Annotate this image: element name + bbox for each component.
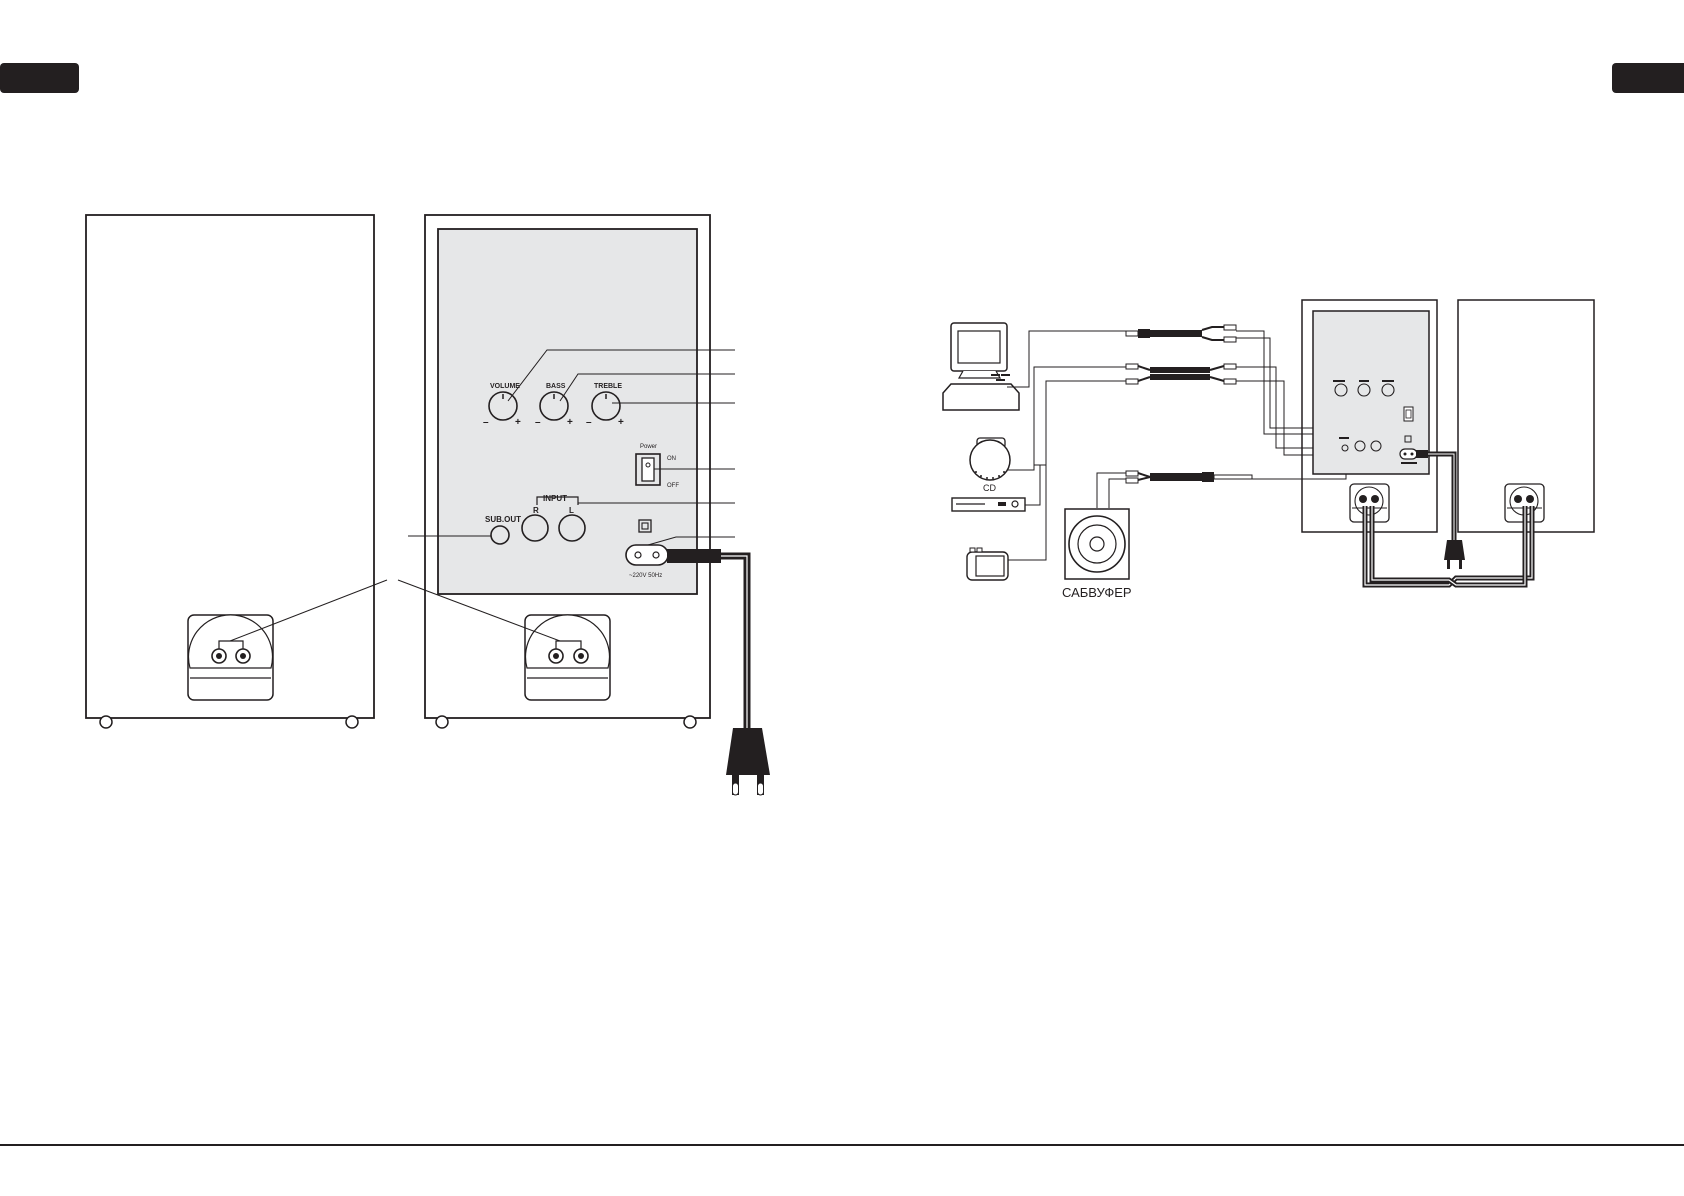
subwoofer-icon [1064, 508, 1130, 580]
power-label: Power [640, 444, 657, 450]
cd-label: CD [983, 483, 996, 493]
active-speaker-rear: VOLUME BASS TREBLE – + – + – + Power ON … [229, 214, 770, 796]
double-insulation-symbol [638, 519, 652, 533]
cd-player-icon [969, 437, 1011, 481]
mains-label: ~220V 50Hz [629, 573, 662, 579]
off-label: OFF [667, 483, 679, 489]
computer-icon [942, 322, 1020, 411]
volume-minus: – [483, 417, 489, 428]
treble-minus: – [586, 417, 592, 428]
audio-cable-top [1125, 324, 1237, 343]
bass-label: BASS [546, 383, 566, 390]
callout-lines [229, 349, 735, 642]
bass-plus: + [567, 417, 573, 428]
bass-minus: – [535, 417, 541, 428]
speaker-link-cable [1362, 506, 1535, 588]
dvd-player-icon [951, 497, 1026, 512]
input-right-jack [521, 514, 549, 542]
power-cord [667, 549, 770, 796]
subwoofer-label: САБВУФЕР [1062, 585, 1132, 600]
input-right-label: R [533, 506, 539, 515]
treble-knob [591, 391, 621, 421]
on-label: ON [667, 456, 676, 462]
volume-label: VOLUME [490, 383, 520, 390]
passive-speaker-small [1457, 299, 1595, 533]
active-speaker-small [1301, 299, 1438, 533]
volume-plus: + [515, 417, 521, 428]
input-left-jack [558, 514, 586, 542]
volume-knob [488, 391, 518, 421]
input-label: INPUT [543, 494, 567, 503]
subwoofer-cable [1125, 470, 1253, 484]
sub-out-label: SUB.OUT [485, 515, 521, 524]
treble-label: TREBLE [594, 383, 622, 390]
mains-socket [625, 544, 669, 566]
page-tab-left [0, 63, 79, 93]
audio-cable-middle [1125, 363, 1237, 385]
passive-speaker-rear [85, 214, 375, 729]
input-left-label: L [569, 506, 574, 515]
treble-plus: + [618, 417, 624, 428]
input-bracket [536, 496, 579, 505]
page-tab-right [1612, 63, 1684, 93]
speaker-terminal-block-passive [187, 614, 274, 701]
connection-diagram: CD САБВУФЕР [942, 299, 1595, 600]
speaker-terminal-block-active [524, 614, 611, 701]
sub-out-jack [490, 525, 510, 545]
power-cord-small [1416, 450, 1465, 569]
portable-player-icon [966, 547, 1009, 581]
